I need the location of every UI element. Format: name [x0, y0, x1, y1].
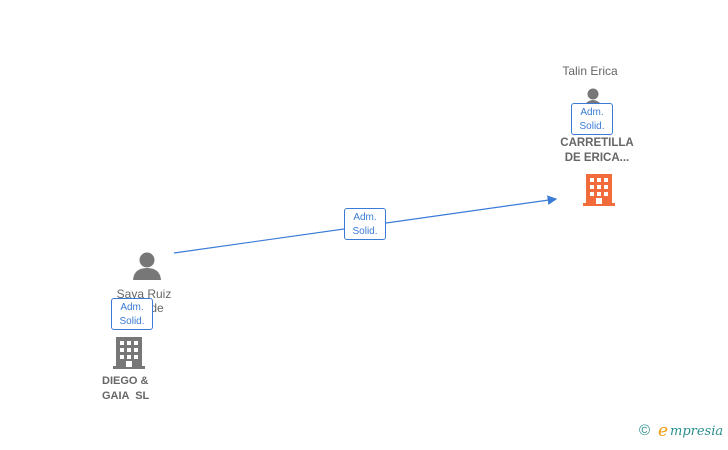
person-icon [585, 88, 601, 104]
relation-badge-talin[interactable]: Adm. Solid. [571, 103, 613, 135]
brand-e: e [658, 421, 669, 441]
node-saya-ruiz-label[interactable]: Saya Ruiz de [116, 287, 172, 315]
copyright-icon: © [639, 422, 651, 439]
brand-name: mpresia [670, 424, 724, 439]
node-carretilla-label[interactable]: CARRETILLA DE ERICA... [560, 137, 634, 164]
building-icon[interactable] [113, 335, 145, 369]
empresia-logo: © e mpresia [638, 421, 728, 450]
node-diego-gaia-label[interactable]: DIEGO & GAIA SL [102, 375, 150, 402]
node-talin-erica-label[interactable]: Talin Erica [562, 64, 618, 78]
person-icon[interactable] [132, 251, 162, 280]
relation-badge-saya-carretilla[interactable]: Adm. Solid. [344, 208, 386, 240]
relation-badge-saya-diego[interactable]: Adm. Solid. [111, 298, 153, 330]
building-icon[interactable] [583, 172, 615, 206]
